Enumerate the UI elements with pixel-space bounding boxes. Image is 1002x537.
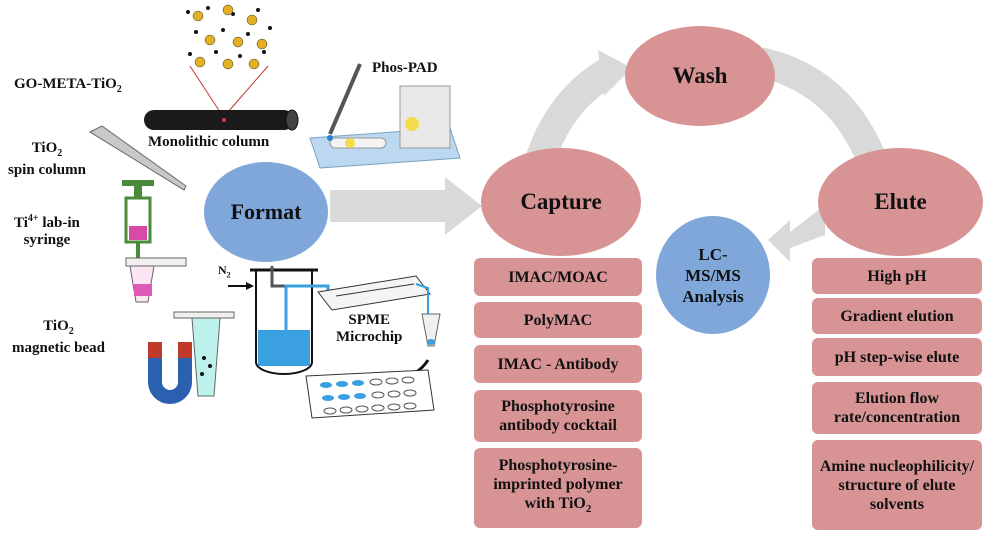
nanoparticle-cluster-illustration	[186, 4, 272, 70]
phos-pad-illustration	[309, 63, 461, 169]
monolithic-column-illustration	[144, 109, 299, 131]
capture-label: Capture	[520, 189, 602, 214]
elute-method-label: pH step-wise elute	[834, 348, 960, 366]
format-node: Format	[204, 162, 328, 262]
capture-method-box: IMAC - Antibody	[474, 345, 642, 383]
capture-method-label: IMAC - Antibody	[497, 355, 619, 373]
spme-microchip-label: SPME Microchip	[336, 312, 403, 345]
format-label: Format	[230, 199, 302, 224]
capture-method-label: Phosphotyrosine-imprinted polymer with T…	[493, 457, 623, 516]
wash-node: Wash	[625, 26, 775, 126]
monolithic-column-label: Monolithic column	[148, 134, 270, 150]
wash-to-elute-arrow	[756, 47, 886, 166]
analysis-line2: MS/MS	[685, 265, 741, 285]
elute-method-box: Elution flow rate/concentration	[812, 382, 982, 434]
capture-method-box: Phosphotyrosine-imprinted polymer with T…	[474, 448, 642, 528]
elute-method-box: pH step-wise elute	[812, 338, 982, 376]
elute-label: Elute	[874, 189, 927, 214]
wash-label: Wash	[672, 63, 728, 88]
magnet-illustration	[148, 311, 235, 404]
analysis-line1: LC-	[698, 244, 728, 264]
capture-method-box: IMAC/MOAC	[474, 258, 642, 296]
elute-method-box: Amine nucleophilicity/ structure of elut…	[812, 440, 982, 530]
tube-illustration	[125, 257, 187, 303]
go-meta-tio2-label: GO-META-TiO2	[14, 76, 122, 95]
spin-column-illustration	[88, 125, 187, 191]
phos-pad-label: Phos-PAD	[372, 60, 438, 76]
elute-method-label: Gradient elution	[840, 307, 954, 325]
analysis-line3: Analysis	[682, 286, 744, 306]
elute-method-label: Elution flow rate/concentration	[833, 390, 961, 426]
capture-node: Capture	[481, 148, 641, 256]
capture-method-label: PolyMAC	[523, 311, 593, 329]
ti-lab-in-syringe-label: Ti4+ lab-in syringe	[14, 213, 80, 248]
elute-method-box: High pH	[812, 258, 982, 294]
elute-to-analysis-arrow	[768, 205, 825, 262]
elute-method-label: High pH	[867, 267, 927, 285]
format-to-capture-arrow	[330, 177, 482, 235]
elute-node: Elute	[818, 148, 983, 256]
capture-to-wash-arrow	[525, 59, 616, 166]
syringe-illustration	[122, 180, 154, 262]
elute-method-label: Amine nucleophilicity/ structure of elut…	[819, 457, 975, 513]
elute-method-box: Gradient elution	[812, 298, 982, 334]
capture-method-label: IMAC/MOAC	[508, 268, 608, 286]
capture-method-label: Phosphotyrosine antibody cocktail	[499, 398, 617, 434]
tio2-spin-column-label: TiO2 spin column	[8, 140, 86, 178]
tio2-magnetic-bead-label: TiO2 magnetic bead	[12, 318, 105, 356]
n2-label: N2	[218, 263, 231, 280]
capture-method-box: Phosphotyrosine antibody cocktail	[474, 390, 642, 442]
capture-method-box: PolyMAC	[474, 302, 642, 338]
analysis-node: LC- MS/MS Analysis	[656, 216, 770, 334]
